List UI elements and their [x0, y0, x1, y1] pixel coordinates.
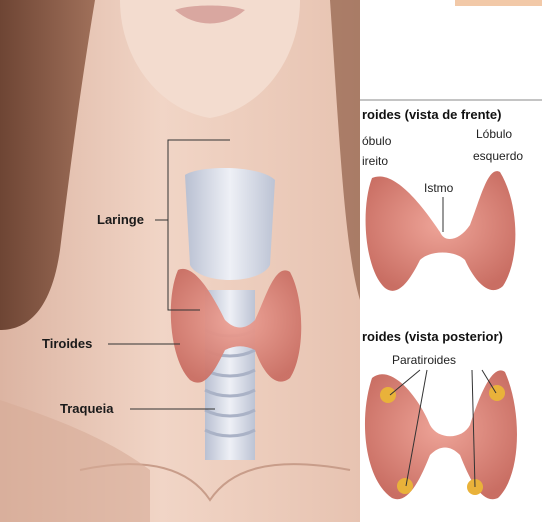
label-parathyroids: Paratiroides	[392, 354, 456, 366]
parathyroid-upper-right	[489, 385, 505, 401]
parathyroid-upper-left	[380, 387, 396, 403]
label-larynx: Laringe	[97, 213, 144, 226]
corner-tab	[455, 0, 542, 6]
label-right-lobe-2: ireito	[362, 155, 388, 167]
label-trachea: Traqueia	[60, 402, 113, 415]
label-isthmus: Istmo	[424, 182, 453, 194]
posterior-view-title: roides (vista posterior)	[362, 330, 503, 343]
label-left-lobe-1: Lóbulo	[476, 128, 512, 140]
label-thyroid: Tiroides	[42, 337, 92, 350]
front-view-title: roides (vista de frente)	[362, 108, 501, 121]
label-left-lobe-2: esquerdo	[473, 150, 523, 162]
larynx-shape	[185, 168, 275, 280]
parathyroid-lower-left	[397, 478, 413, 494]
label-right-lobe-1: óbulo	[362, 135, 391, 147]
